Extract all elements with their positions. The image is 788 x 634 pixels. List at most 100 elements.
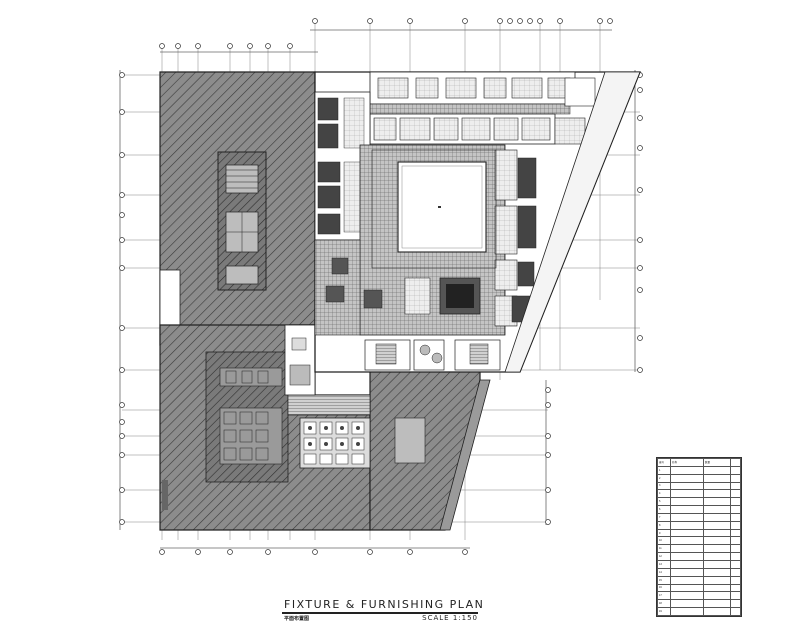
- legend-row-number: 11: [657, 544, 671, 554]
- legend-row-number: 10: [657, 536, 671, 546]
- legend-row: 16: [657, 583, 741, 593]
- legend-row-number: 6: [657, 505, 671, 514]
- legend-row: 12: [657, 552, 741, 561]
- west-wing-lower: [159, 324, 371, 531]
- legend-cell: [730, 489, 741, 499]
- legend-cell: [730, 481, 741, 491]
- legend-row-number: 13: [657, 559, 671, 569]
- legend-cell: [730, 528, 741, 538]
- legend-row: 6: [657, 505, 741, 514]
- legend-cell: [670, 520, 704, 530]
- drawing-title: FIXTURE & FURNISHING PLAN: [284, 598, 485, 611]
- legend-cell: [670, 552, 704, 561]
- legend-row-number: 3: [657, 481, 671, 491]
- legend-cell: [730, 465, 741, 475]
- legend-cell: [670, 489, 704, 499]
- legend-row: 3: [657, 481, 741, 491]
- legend-cell: [730, 591, 741, 601]
- legend-cell: [670, 505, 704, 514]
- legend-row-number: 17: [657, 591, 671, 601]
- legend-cell: [703, 512, 731, 522]
- drawing-subtitle: 平面布置图: [284, 616, 310, 622]
- south-slope-wall: [439, 379, 491, 531]
- legend-cell: [670, 481, 704, 491]
- legend-cell: [730, 599, 741, 609]
- legend-cell: [703, 465, 731, 475]
- legend-cell: [670, 607, 704, 616]
- legend-row: 4: [657, 489, 741, 499]
- legend-row-number: 5: [657, 497, 671, 507]
- legend-cell: [730, 607, 741, 616]
- legend-cell: [730, 575, 741, 585]
- legend-cell: [730, 473, 741, 483]
- legend-row: 9: [657, 528, 741, 538]
- legend-cell: [703, 583, 731, 593]
- legend-row-number: 9: [657, 528, 671, 538]
- legend-row: 2: [657, 473, 741, 483]
- legend-row-number: 7: [657, 512, 671, 522]
- legend-cell: [703, 528, 731, 538]
- legend-cell: [730, 544, 741, 554]
- legend-header-cell: 名称: [670, 458, 704, 467]
- legend-cell: [670, 544, 704, 554]
- legend-cell: [730, 559, 741, 569]
- legend-cell: [670, 591, 704, 601]
- legend-cell: [730, 552, 741, 561]
- legend-cell: [703, 559, 731, 569]
- legend-cell: [703, 536, 731, 546]
- legend-row: 5: [657, 497, 741, 507]
- legend-header-cell: 编号: [657, 458, 671, 467]
- legend-cell: [703, 544, 731, 554]
- legend-cell: [703, 497, 731, 507]
- legend-cell: [670, 536, 704, 546]
- legend-header-cell: 数量: [703, 458, 731, 467]
- legend-row-number: 14: [657, 567, 671, 577]
- legend-row-number: 16: [657, 583, 671, 593]
- connector-zone: [284, 324, 316, 396]
- legend-row-number: 18: [657, 599, 671, 609]
- legend-row-number: 8: [657, 520, 671, 530]
- legend-row-number: 15: [657, 575, 671, 585]
- legend-row: 13: [657, 559, 741, 569]
- legend-cell: [703, 552, 731, 561]
- legend-row: 17: [657, 591, 741, 601]
- legend-row: 18: [657, 599, 741, 609]
- legend-cell: [703, 607, 731, 616]
- drawing-scale: SCALE 1:150: [422, 614, 478, 622]
- legend-cell: [670, 559, 704, 569]
- legend-cell: [730, 536, 741, 546]
- legend-row: 8: [657, 520, 741, 530]
- legend-row-number: 12: [657, 552, 671, 561]
- east-facade-strip: [504, 71, 641, 373]
- legend-cell: [730, 512, 741, 522]
- legend-cell: [730, 505, 741, 514]
- legend-row: 14: [657, 567, 741, 577]
- legend-cell: [670, 465, 704, 475]
- legend-cell: [703, 575, 731, 585]
- legend-cell: [703, 505, 731, 514]
- legend-row: 11: [657, 544, 741, 554]
- legend-row-number: 4: [657, 489, 671, 499]
- legend-cell: [670, 497, 704, 507]
- legend-cell: [670, 528, 704, 538]
- legend-row-number: 2: [657, 473, 671, 483]
- legend-cell: [670, 599, 704, 609]
- legend-row: 7: [657, 512, 741, 522]
- legend-row: 19: [657, 607, 741, 616]
- legend-row: 10: [657, 536, 741, 546]
- legend-cell: [670, 567, 704, 577]
- legend-cell: [670, 575, 704, 585]
- title-underline: [282, 612, 478, 614]
- legend-cell: [703, 567, 731, 577]
- legend-cell: [703, 591, 731, 601]
- legend-row: 15: [657, 575, 741, 585]
- legend-cell: [730, 567, 741, 577]
- legend-header-cell: [730, 458, 741, 467]
- legend-cell: [703, 473, 731, 483]
- legend-header-row: 编号 名称 数量: [657, 458, 741, 467]
- legend-cell: [703, 481, 731, 491]
